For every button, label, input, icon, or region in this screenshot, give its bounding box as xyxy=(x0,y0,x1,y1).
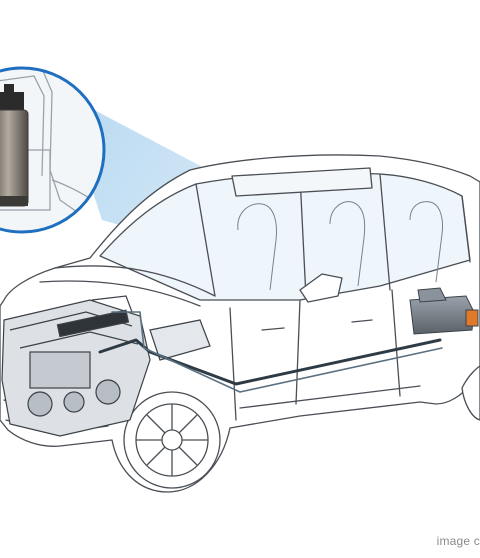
image-credit: image c xyxy=(436,534,480,548)
fuel-tank xyxy=(409,287,479,335)
fuel-pump xyxy=(0,84,29,207)
fuel-line xyxy=(98,338,442,386)
seats xyxy=(237,201,443,291)
front-wheel xyxy=(123,391,221,489)
fuel-line-return xyxy=(111,311,443,393)
fuel-tank-connector xyxy=(465,309,479,327)
engine xyxy=(1,295,211,437)
rear-wheel xyxy=(461,365,480,421)
callout-ring xyxy=(0,66,106,234)
fuel-pump-callout xyxy=(0,66,106,234)
